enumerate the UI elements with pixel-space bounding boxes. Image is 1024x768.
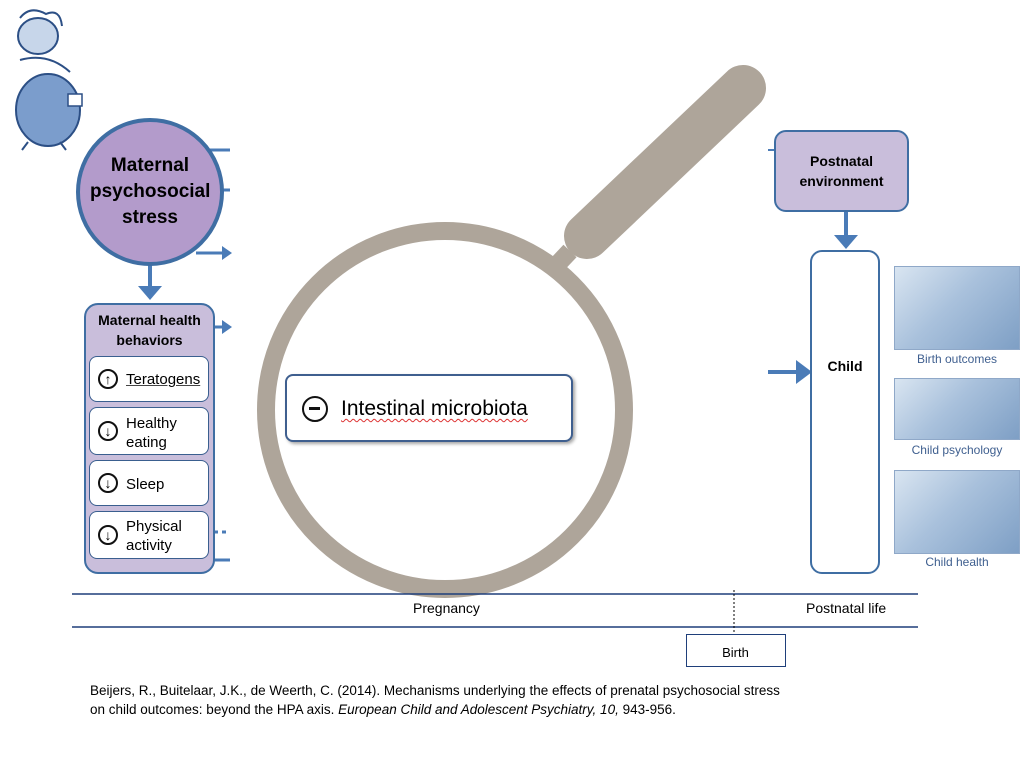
behavior-item-healthy-eating: ↓ Healthy eating <box>89 407 209 455</box>
arrow-stub-4-head <box>222 320 232 334</box>
behavior-label: Sleep <box>126 476 165 493</box>
pregnant-woman-cartoon-icon <box>15 9 83 151</box>
birth-outcomes-photo <box>894 266 1020 350</box>
citation-journal: European Child and Adolescent Psychiatry… <box>338 702 619 717</box>
intestinal-microbiota-label: Intestinal microbiota <box>341 396 528 422</box>
postnatal-environment-node: Postnatal environment <box>774 130 909 212</box>
health-behaviors-title: Maternal health behaviors <box>98 312 201 348</box>
behavior-label: Physical activity <box>126 518 182 554</box>
child-health-caption: Child health <box>925 555 989 569</box>
child-label: Child <box>827 358 863 374</box>
child-psychology-photo <box>894 378 1020 440</box>
child-health-photo <box>894 470 1020 554</box>
arrow-down-icon: ↓ <box>98 473 118 493</box>
arrow-up-icon: ↑ <box>98 369 118 389</box>
timeline-pregnancy-label: Pregnancy <box>413 600 480 616</box>
birth-label: Birth <box>722 645 749 660</box>
microbiota-text: Intestinal microbiota <box>341 397 528 420</box>
birth-box: Birth <box>686 634 786 667</box>
arrowhead-stress-to-behaviors <box>138 286 162 300</box>
child-node: Child <box>810 250 880 574</box>
magnifier-handle <box>564 65 766 259</box>
behavior-item-sleep: ↓ Sleep <box>89 460 209 506</box>
behavior-item-physical-activity: ↓ Physical activity <box>89 511 209 559</box>
arrowhead-into-child <box>796 360 812 384</box>
maternal-stress-label: Maternal psychosocial stress <box>90 155 211 228</box>
arrow-down-icon: ↓ <box>98 421 118 441</box>
maternal-stress-node: Maternal psychosocial stress <box>76 118 224 266</box>
citation: Beijers, R., Buitelaar, J.K., de Weerth,… <box>90 681 910 719</box>
arrowhead-postnatal-to-child <box>834 235 858 249</box>
arrow-stub-3-head <box>222 246 232 260</box>
child-psychology-caption: Child psychology <box>911 443 1003 457</box>
arrow-down-icon: ↓ <box>98 525 118 545</box>
citation-line-2: on child outcomes: beyond the HPA axis. … <box>90 700 910 719</box>
behavior-item-teratogens: ↑ Teratogens <box>89 356 209 402</box>
intestinal-microbiota-box: Intestinal microbiota <box>285 374 573 442</box>
postnatal-environment-label: Postnatal environment <box>799 153 884 189</box>
behavior-label: Teratogens <box>126 371 201 388</box>
birth-outcomes-caption: Birth outcomes <box>916 352 998 366</box>
behavior-label: Healthy eating <box>126 415 177 451</box>
citation-pages: 943-956. <box>618 702 676 717</box>
citation-line-1: Beijers, R., Buitelaar, J.K., de Weerth,… <box>90 683 780 698</box>
minus-circle-icon <box>302 396 328 422</box>
timeline-postnatal-label: Postnatal life <box>806 600 887 616</box>
citation-prefix: on child outcomes: beyond the HPA axis. <box>90 702 339 717</box>
